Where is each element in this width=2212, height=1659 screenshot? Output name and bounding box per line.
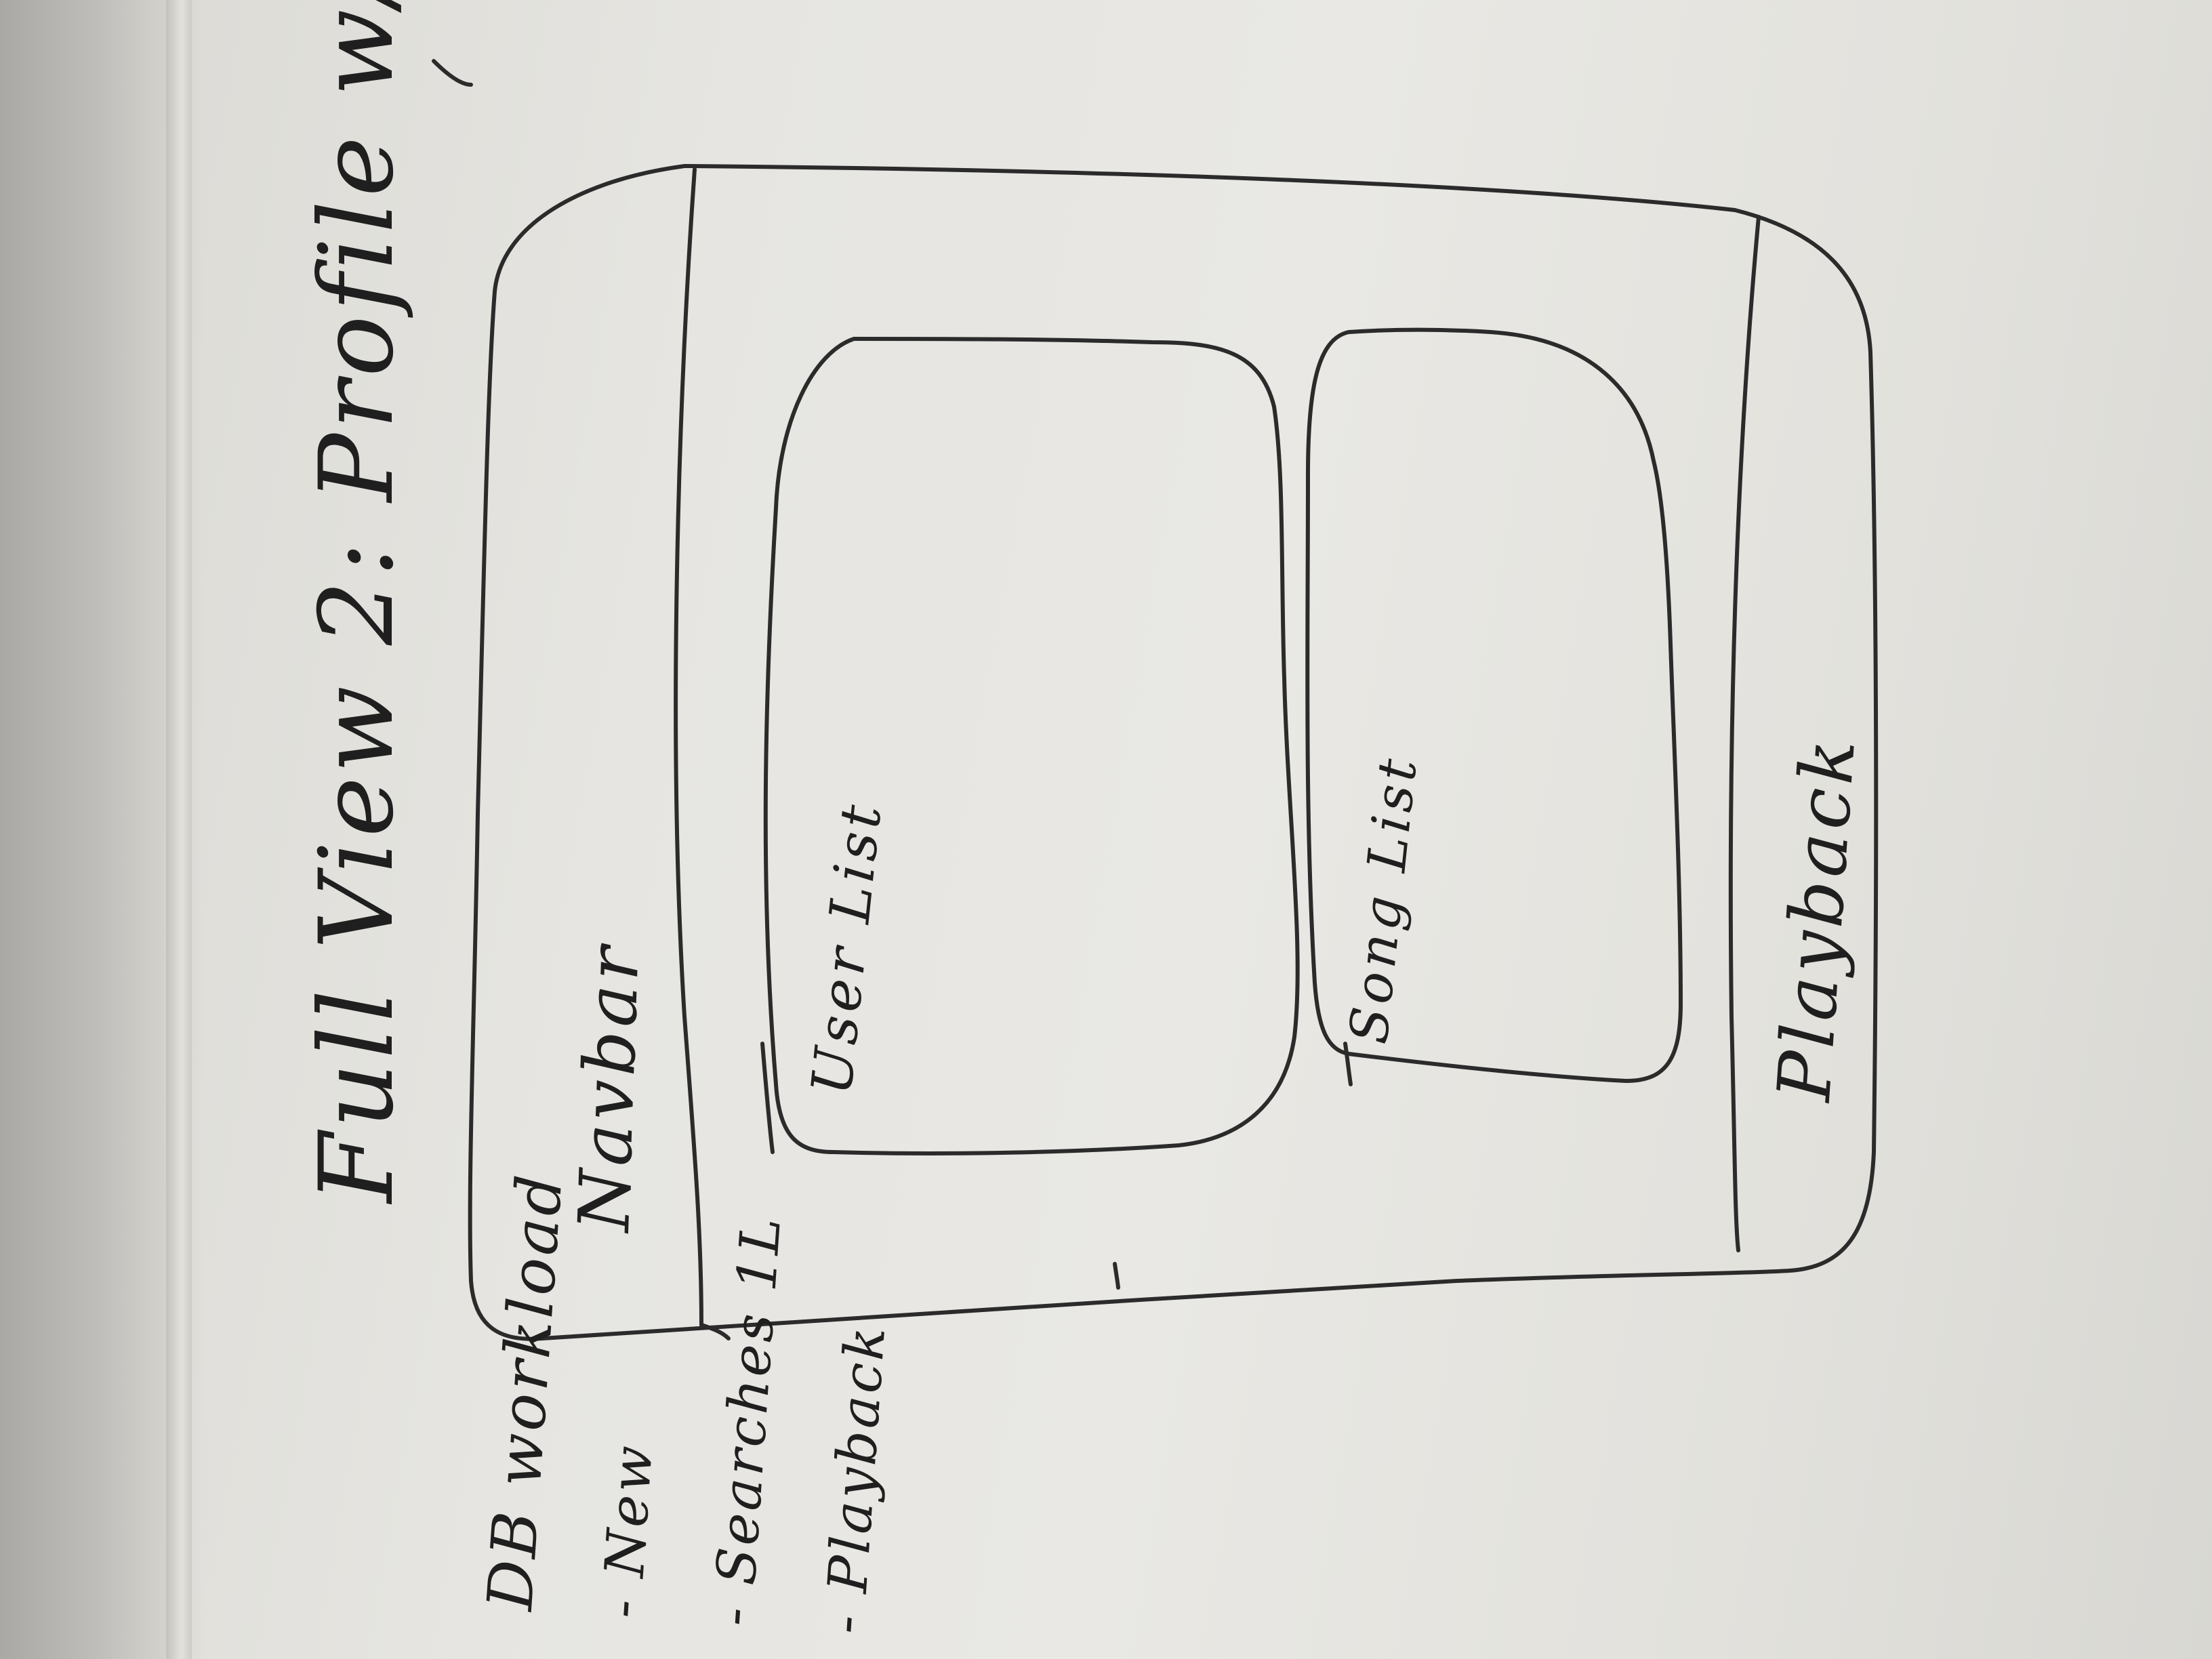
- song-list-tick: [1343, 1042, 1353, 1086]
- title-underline-mark: [432, 59, 473, 87]
- outer-frame: [468, 164, 1879, 1341]
- user-list-box: [763, 337, 1300, 1155]
- frame-small-tick: [1113, 1262, 1120, 1290]
- whiteboard-rail: [166, 0, 192, 1659]
- user-list-tick: [760, 1042, 775, 1154]
- navbar-bottom-tick: [699, 1323, 731, 1340]
- page-title: Full View 2: Profile w/ Playback: [298, 0, 416, 1203]
- db-workload-notes: DB workload - New - Searches 1L - Playba…: [454, 1169, 931, 1637]
- navbar-divider: [674, 167, 703, 1327]
- playback-divider: [1728, 215, 1761, 1252]
- song-list-box: [1305, 327, 1683, 1083]
